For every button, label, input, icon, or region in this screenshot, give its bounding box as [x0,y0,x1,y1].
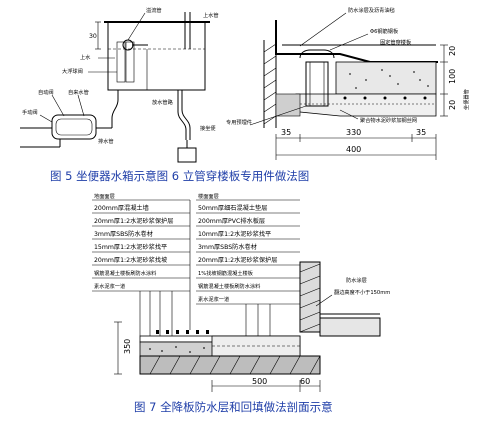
fig7-left-layer-5: 20mm厚1:2水泥砂浆找坡 [94,256,167,264]
fig6-dim-35-right: 35 [416,128,426,137]
fig7-wall-note: 防水涂层 [346,276,367,284]
fig6-label-section: 坐便器管 [462,89,470,110]
label-float-valve: 大浮球阀 [62,67,83,75]
label-grout: 聚合物水泥砂浆加钢丝网 [360,116,417,124]
fig7-structural-slab [139,355,321,375]
label-overflow-pipe: 溢流管 [146,6,162,14]
label-upper-water: 上水 [80,53,91,61]
fig6-dim-35-left: 35 [281,128,291,137]
fig7-right-layer-2: 200mm厚PVC排水板层 [198,217,265,225]
toilet-box [177,147,197,163]
fig7-dim-350: 350 [123,339,132,354]
fig7-left-title: 地面面层 [94,192,115,200]
fig7-right-layer-3: 10mm厚1:2水泥砂浆找平 [198,230,271,238]
label-rebar: Φ6钢筋钢板 [370,27,399,35]
fig6-dim-400: 400 [346,145,361,154]
fig7-wall-note2: 翻边高度不小于150mm [334,288,390,296]
label-to-toilet: 接坐便 [200,124,216,132]
fig7-right-layer-4: 3mm厚SBS防水卷材 [198,243,257,251]
fig7-right-layer-6: 1%找坡钢筋混凝土楼板 [198,269,254,277]
fig6-dim-330: 330 [346,128,361,137]
fig7-left-layer-3: 3mm厚SBS防水卷材 [94,230,153,238]
fig7-right-layer-1: 50mm厚细石混凝土垫层 [198,204,267,212]
label-waterproof: 防水涂层及沥青油毡 [348,6,395,14]
label-pipe-embed: 专用预埋件 [226,118,252,126]
fig7-left-layer-4: 15mm厚1:2水泥砂浆找平 [94,243,167,251]
fig7-left-layer-7: 素水泥浆一道 [94,282,125,290]
label-fixed-pipe: 固定管穿楼板 [380,38,412,46]
fig7-left-layer-2: 20mm厚1:2水泥砂浆保护层 [94,217,173,225]
fig6-dim-100: 100 [448,69,457,84]
caption-fig7: 图 7 全降板防水层和回填做法剖面示意 [134,400,333,414]
fig7-right-layer-7: 钢筋混凝土楼板刷防水涂料 [198,282,260,290]
fig6-dim-20-bottom: 20 [448,100,457,110]
fig7-right-layer-table: 楼面面层 50mm厚细石混凝土垫层 200mm厚PVC排水板层 10mm厚1:2… [196,192,300,305]
fig7-left-layer-1: 200mm厚混凝土墙 [94,204,149,212]
fig7-right-title: 楼面面层 [198,192,219,200]
label-outlet-valve: 放水管路 [152,98,174,106]
fig7-dim-500: 500 [252,377,267,386]
label-auto-valve: 自动阀 [38,88,54,96]
label-manual-valve: 手动阀 [22,108,38,116]
label-water-inlet: 上水管 [203,11,219,19]
caption-fig5-fig6: 图 5 坐便器水箱示意图 6 立管穿楼板专用件做法图 [50,169,309,183]
fig7-right-layer-5: 20mm厚1:2水泥砂浆保护层 [198,256,277,264]
fig7-left-layer-table: 地面面层 200mm厚混凝土墙 20mm厚1:2水泥砂浆保护层 3mm厚SBS防… [92,192,191,330]
fig6-slab-detail: 20 100 20 坐便器管 35 330 35 400 防水涂层及沥青油毡 Φ… [226,6,470,160]
fig7-right-layer-8: 素水泥浆一道 [198,295,229,303]
fig7-section: 地面面层 200mm厚混凝土墙 20mm厚1:2水泥砂浆保护层 3mm厚SBS防… [92,192,390,392]
label-auto-water: 自来水管 [68,88,89,96]
fig7-dim-60: 60 [300,377,310,386]
fig5-dim-30: 30 [89,33,97,40]
fig5-tank-diagram: 30 溢流管 上水管 上水 大浮球阀 自动阀 自来水管 手动阀 排水管 放水管路… [20,6,219,163]
fig7-left-layer-6: 钢筋混凝土楼板刷防水涂料 [94,269,156,277]
fig7-wall [299,261,321,333]
fig6-dim-20-top: 20 [448,46,457,56]
label-drain-pipe: 排水管 [98,137,114,145]
